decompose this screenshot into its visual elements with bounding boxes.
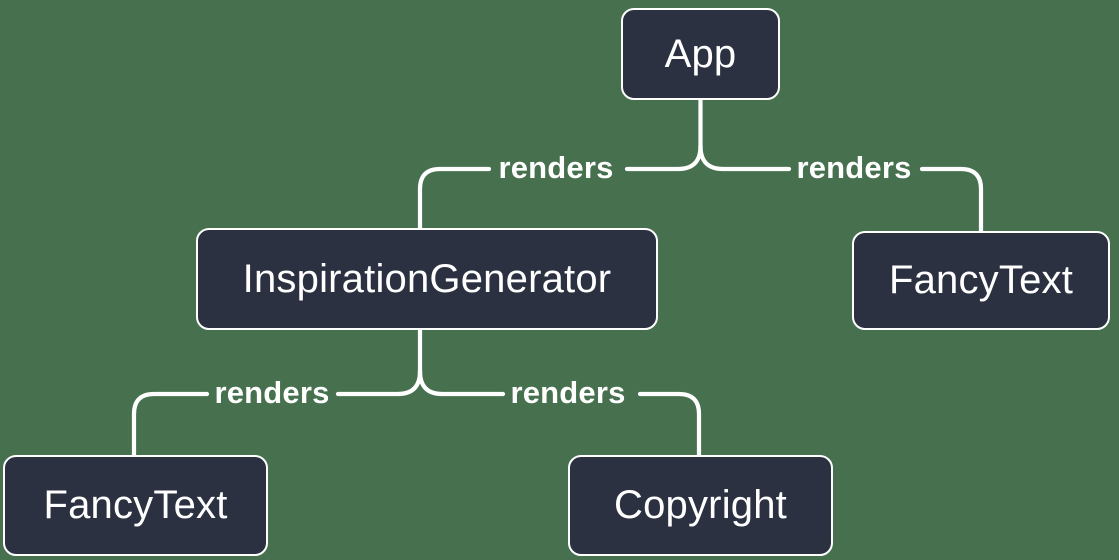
edge-label-app-fancytext: renders bbox=[796, 150, 912, 185]
edge-label-inspirationgenerator-copyright: renders bbox=[510, 375, 626, 410]
node-copyright: Copyright bbox=[568, 455, 833, 556]
edge-label-app-inspirationgenerator: renders bbox=[498, 150, 614, 185]
edge-inspirationgenerator-copyright-elbow bbox=[637, 391, 702, 458]
edge-app-fancytext-flare bbox=[698, 143, 792, 172]
edge-label-inspirationgenerator-fancytext: renders bbox=[214, 375, 330, 410]
node-fancy-text-top-label: FancyText bbox=[888, 258, 1074, 302]
node-inspiration-generator-label: InspirationGenerator bbox=[242, 256, 612, 301]
node-fancy-text-bottom-label: FancyText bbox=[43, 483, 228, 527]
node-app: App bbox=[621, 8, 780, 100]
node-fancy-text-top: FancyText bbox=[852, 231, 1110, 330]
node-app-label: App bbox=[664, 31, 737, 76]
node-copyright-label: Copyright bbox=[614, 483, 787, 527]
node-fancy-text-bottom: FancyText bbox=[3, 455, 268, 556]
edge-inspirationgenerator-copyright-flare bbox=[417, 368, 506, 397]
edge-app-inspirationgenerator-flare bbox=[624, 143, 703, 172]
edge-inspirationgenerator-fancytext-elbow bbox=[131, 391, 210, 458]
edge-inspirationgenerator-fancytext-flare bbox=[335, 368, 423, 397]
edge-app-inspirationgenerator-elbow bbox=[417, 166, 492, 231]
edge-app-fancytext-elbow bbox=[919, 166, 984, 234]
node-inspiration-generator: InspirationGenerator bbox=[196, 228, 658, 330]
